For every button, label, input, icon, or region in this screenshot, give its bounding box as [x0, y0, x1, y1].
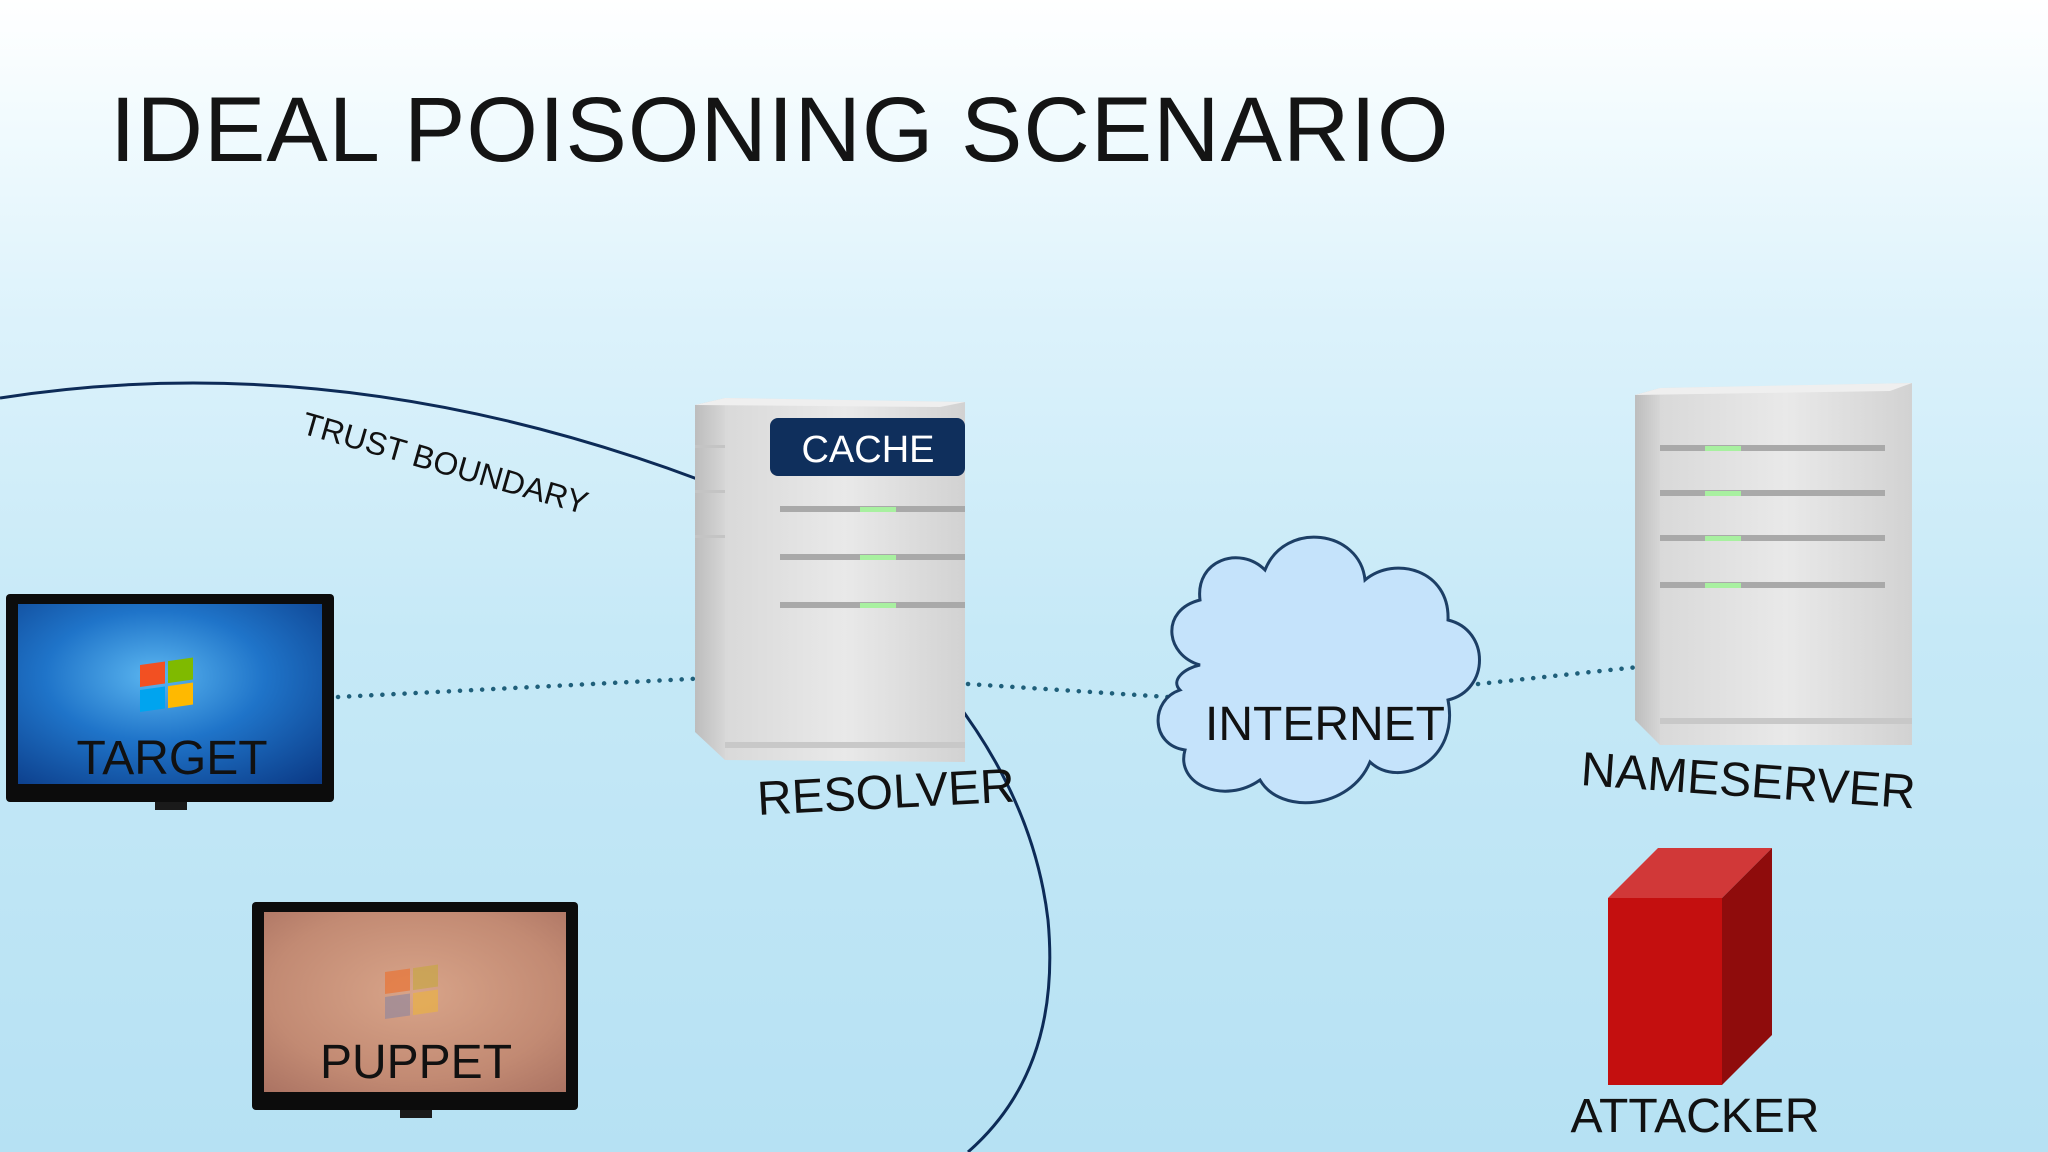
cache-badge: [770, 418, 965, 476]
status-led: [860, 603, 896, 608]
nameserver-server: [1635, 383, 1912, 745]
trust-boundary-label: TRUST BOUNDARY: [298, 405, 592, 521]
slide-title: IDEAL POISONING SCENARIO: [110, 79, 1450, 181]
attacker-block: [1608, 848, 1772, 1085]
resolver-server: CACHE: [695, 398, 965, 762]
windows-logo-icon: [385, 964, 438, 1019]
status-led: [860, 507, 896, 512]
status-led: [1705, 446, 1741, 451]
target-label: TARGET: [76, 732, 267, 785]
cache-label: CACHE: [801, 429, 934, 471]
status-led: [1705, 583, 1741, 588]
attacker-label: ATTACKER: [1571, 1090, 1820, 1143]
windows-logo-icon: [140, 657, 193, 712]
status-led: [1705, 491, 1741, 496]
target-computer: TARGET: [6, 594, 334, 810]
status-led: [860, 555, 896, 560]
status-led: [1705, 536, 1741, 541]
internet-label: INTERNET: [1205, 698, 1445, 751]
nameserver-label: NAMESERVER: [1579, 743, 1917, 819]
resolver-label: RESOLVER: [756, 760, 1016, 826]
link-target-resolver: [335, 673, 751, 700]
link-resolver-internet: [965, 681, 1171, 700]
internet-cloud: INTERNET: [1156, 535, 1481, 805]
puppet-computer: PUPPET: [252, 902, 578, 1118]
link-internet-nameserver: [1475, 664, 1641, 687]
puppet-label: PUPPET: [320, 1036, 512, 1089]
